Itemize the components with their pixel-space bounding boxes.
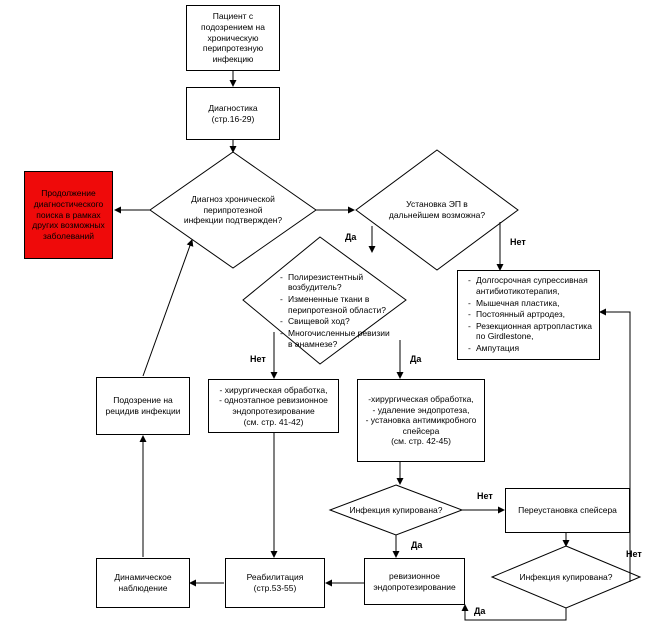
two-stage-line-3: - установка антимикробного [365,415,477,426]
diagnostics-box: Диагностика (стр.16-29) [186,87,280,140]
revision-box: ревизионное эндопротезирование [364,558,465,605]
label-no-ep-to-longterm: Нет [510,237,526,247]
ep-possible-line-1: Установка ЭП в [406,199,468,210]
diag-confirmed-text: Диагноз хронической перипротезной инфекц… [168,185,298,235]
rehab-box: Реабилитация (стр.53-55) [225,558,325,608]
continue-search-box: Продолжение диагностического поиска в ра… [24,171,113,259]
infection-stopped-text: Инфекция купирована? [342,502,450,518]
relapse-box: Подозрение на рецидив инфекции [96,377,190,435]
patient-box: Пациент с подозрением на хроническую пер… [186,5,280,71]
two-stage-line-5: (см. стр. 42-45) [391,436,451,447]
one-stage-line-2: - одноэтапное ревизионное [219,395,328,406]
long-term-item-4: Резекционная артропластика по Girdleston… [468,321,599,342]
continue-line-5: заболеваний [42,230,95,241]
continue-line-1: Продолжение [41,188,96,199]
arrow-relapse-to-diag [142,239,194,377]
long-term-box: Долгосрочная супрессивная антибиотикотер… [457,270,600,360]
rehab-line-2: (стр.53-55) [253,583,297,593]
continue-line-3: поиска в рамках [36,209,101,220]
patient-line-5: инфекцию [212,53,254,64]
criteria-item-1: Полирезистентный возбудитель? [280,272,394,293]
diagnostics-line-1: Диагностика [208,102,258,113]
diamond-ep-possible [355,149,519,271]
patient-line-1: Пациент с [212,11,254,22]
long-term-item-2: Мышечная пластика, [468,298,599,309]
diag-confirmed-line-1: Диагноз хронической [191,194,275,205]
relapse-line-2: рецидив инфекции [105,406,181,416]
patient-line-4: перипротезную [202,43,264,54]
one-stage-box: - хирургическая обработка, - одноэтапное… [208,379,339,433]
infection-stopped-2-text: Инфекция купирована? [512,569,620,585]
patient-line-2: подозрением на [201,22,265,33]
infection-stopped-2-line-1: Инфекция купирована? [519,571,613,582]
label-no-infection-to-reinstall: Нет [477,491,493,501]
two-stage-box: -хирургическая обработка, - удаление энд… [357,379,485,462]
criteria-text: Полирезистентный возбудитель? Измененные… [276,266,394,356]
reinstall-box: Переустановка спейсера [505,488,630,533]
criteria-item-3: Свищевой ход? [280,316,394,327]
label-yes-infection2-to-revision: Да [474,606,486,616]
infection-stopped-line-1: Инфекция купирована? [349,504,443,515]
label-yes-ep-to-criteria: Да [345,232,357,242]
criteria-item-2: Измененные ткани в перипротезной области… [280,294,394,315]
one-stage-line-1: - хирургическая обработка, [219,384,328,395]
continue-line-2: диагностического [33,199,104,210]
long-term-item-3: Постоянный артродез, [468,309,599,320]
diag-confirmed-line-3: инфекции подтвержден? [183,215,283,226]
label-yes-infection-to-revision: Да [411,540,423,550]
criteria-list: Полирезистентный возбудитель? Измененные… [276,272,394,350]
diagnostics-line-2: (стр.16-29) [211,113,255,124]
label-no-criteria-to-onestage: Нет [250,354,266,364]
one-stage-line-3: эндопротезирование [232,406,315,416]
revision-line-2: эндопротезирование [373,581,456,592]
criteria-item-4: Многочисленные ревизии в анамнезе? [280,328,394,349]
dynamic-box: Динамическое наблюдение [96,558,190,608]
ep-possible-line-2: дальнейшем возможна? [388,210,486,220]
two-stage-line-4: спейсера [402,425,440,436]
two-stage-line-2: - удаление эндопротеза, [372,404,470,415]
label-no-infection2-to-longterm: Нет [626,549,642,559]
diag-confirmed-line-2: перипротезной [203,204,263,215]
one-stage-line-4: (см. стр. 41-42) [243,416,304,427]
two-stage-line-1: -хирургическая обработка, [368,393,474,404]
arrow-infection2-to-revision [461,604,567,621]
long-term-list: Долгосрочная супрессивная антибиотикотер… [464,275,599,354]
long-term-item-5: Ампутация [468,343,599,354]
reinstall-line-1: Переустановка спейсера [518,505,617,516]
dynamic-line-1: Динамическое [114,572,172,583]
continue-line-4: других возможных [32,220,105,231]
dynamic-line-2: наблюдение [118,583,168,593]
long-term-item-1: Долгосрочная супрессивная антибиотикотер… [468,275,599,296]
rehab-line-1: Реабилитация [246,572,304,583]
relapse-line-1: Подозрение на [113,395,173,406]
ep-possible-text: Установка ЭП в дальнейшем возможна? [377,195,497,225]
revision-line-1: ревизионное [389,570,440,581]
label-yes-criteria-to-twostage: Да [410,354,422,364]
arrow-infection2-to-longterm [599,308,631,582]
diamond-diag-confirmed [149,151,317,269]
patient-line-3: хроническую [207,32,259,43]
